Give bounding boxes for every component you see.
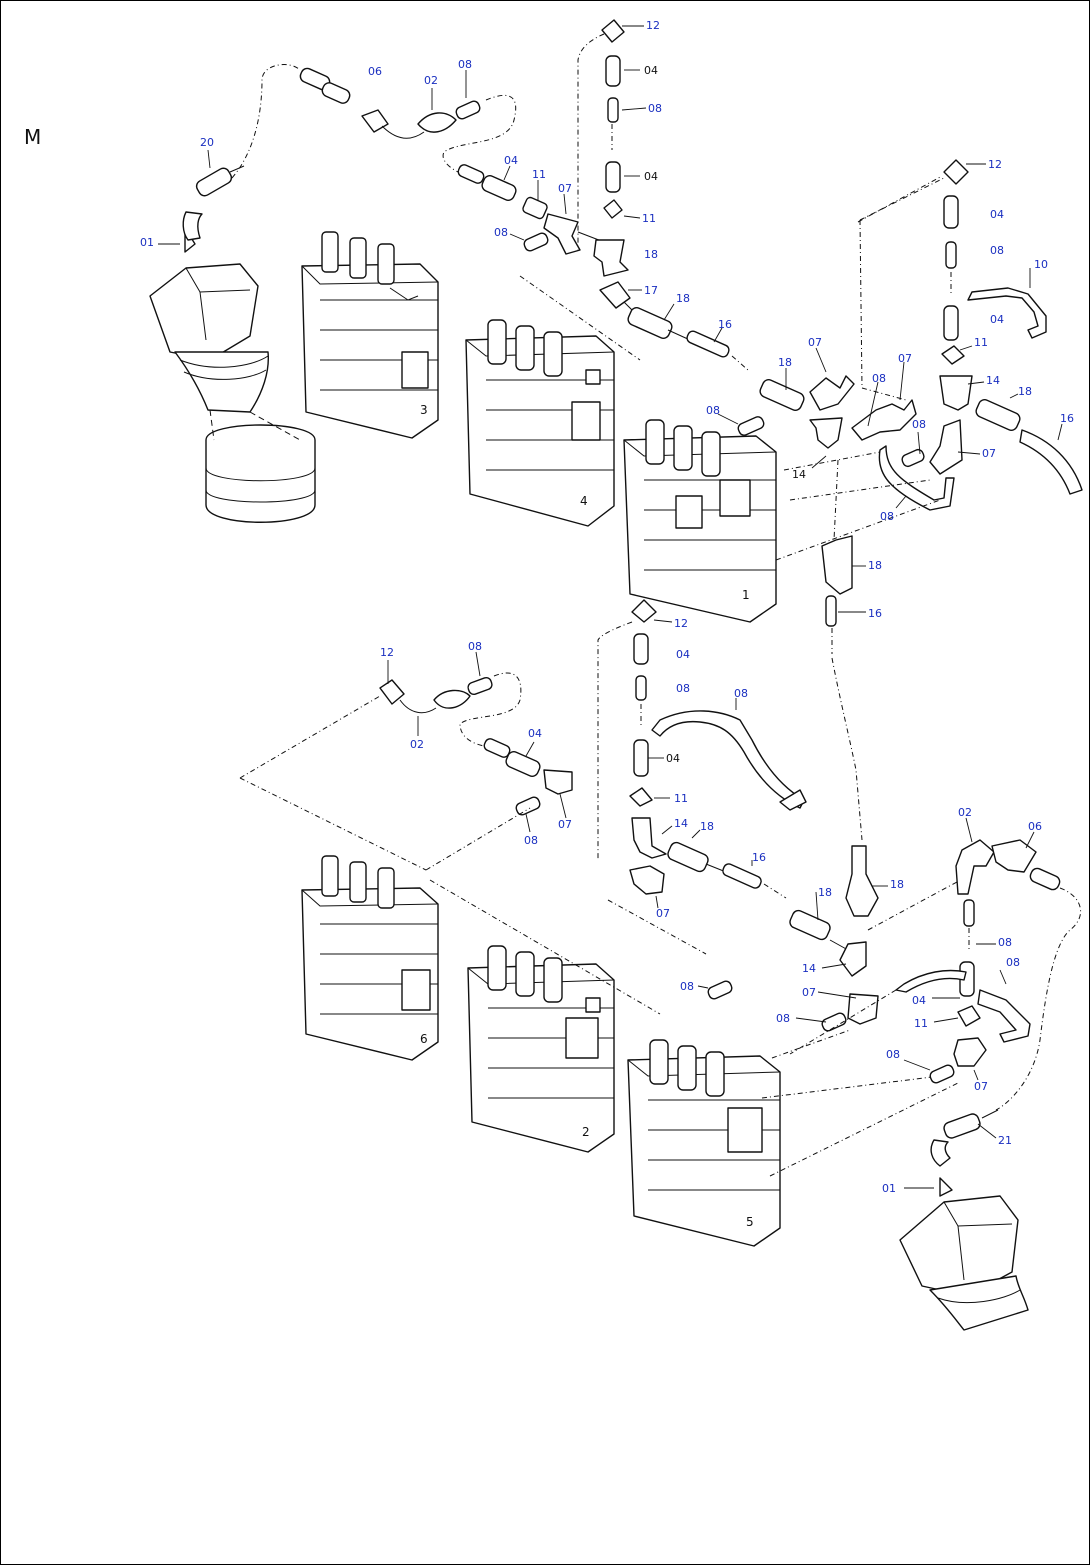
callout-label: 08 — [524, 834, 538, 847]
callout-label: 04 — [644, 64, 658, 77]
callout-label: 07 — [802, 986, 816, 999]
callout-label: 01 — [882, 1182, 896, 1195]
callout-label: 20 — [200, 136, 214, 149]
callout-label: 07 — [808, 336, 822, 349]
callout-label: 08 — [494, 226, 508, 239]
callout-label: 11 — [674, 792, 688, 805]
callout-label: 17 — [644, 284, 658, 297]
assembly-number: 1 — [742, 588, 750, 602]
valve-block-6: 6 — [301, 855, 439, 1061]
callout-label: 07 — [982, 447, 996, 460]
callout-label: 02 — [424, 74, 438, 87]
callout-label: 11 — [974, 336, 988, 349]
callout-label: 04 — [990, 208, 1004, 221]
callout-label: 02 — [410, 738, 424, 751]
callout-label: 18 — [778, 356, 792, 369]
callout-label: 10 — [1034, 258, 1048, 271]
callout-label: 08 — [468, 640, 482, 653]
callout-label: 06 — [368, 65, 382, 78]
valve-block-5: 5 — [627, 1039, 781, 1247]
callout-label: 08 — [706, 404, 720, 417]
callout-label: 06 — [1028, 820, 1042, 833]
callout-label: 07 — [558, 182, 572, 195]
callout-label: 16 — [718, 318, 732, 331]
pipework-bottom — [239, 599, 1081, 1177]
callout-label: 12 — [988, 158, 1002, 171]
callout-label: 08 — [648, 102, 662, 115]
callout-label: 07 — [656, 907, 670, 920]
callout-label: 08 — [998, 936, 1012, 949]
callout-label: 11 — [642, 212, 656, 225]
callout-label: 08 — [872, 372, 886, 385]
sheet-letter: M — [24, 125, 41, 149]
valve-block-4: 4 — [465, 319, 615, 527]
callout-label: 18 — [1018, 385, 1032, 398]
callout-label: 07 — [898, 352, 912, 365]
callout-label: 04 — [990, 313, 1004, 326]
callout-labels: 12 04 08 04 11 18 17 18 16 06 02 08 04 1… — [140, 19, 1074, 1195]
callout-label: 14 — [802, 962, 816, 975]
assembly-number: 6 — [420, 1032, 428, 1046]
callout-label: 08 — [912, 418, 926, 431]
callout-label: 08 — [680, 980, 694, 993]
callout-label: 04 — [676, 648, 690, 661]
assembly-number: 3 — [420, 403, 428, 417]
callout-label: 07 — [558, 818, 572, 831]
callout-label: 08 — [886, 1048, 900, 1061]
callout-label: 16 — [752, 851, 766, 864]
callout-label: 21 — [998, 1134, 1012, 1147]
callout-label: 12 — [674, 617, 688, 630]
callout-label: 08 — [880, 510, 894, 523]
pipework-top — [231, 19, 1083, 654]
callout-label: 18 — [676, 292, 690, 305]
valve-block-1: 1 — [623, 419, 777, 623]
callout-label: 02 — [958, 806, 972, 819]
callout-label: 14 — [674, 817, 688, 830]
assembly-number: 4 — [580, 494, 588, 508]
joystick-left — [149, 165, 316, 523]
callout-label: 18 — [868, 559, 882, 572]
callout-label: 04 — [912, 994, 926, 1007]
callout-label: 11 — [914, 1017, 928, 1030]
callout-label: 14 — [986, 374, 1000, 387]
assembly-number: 5 — [746, 1215, 754, 1229]
callout-label: 08 — [734, 687, 748, 700]
callout-label: 12 — [380, 646, 394, 659]
callout-label: 08 — [458, 58, 472, 71]
callout-label: 18 — [818, 886, 832, 899]
callout-label: 18 — [700, 820, 714, 833]
callout-label: 16 — [868, 607, 882, 620]
callout-label: 04 — [644, 170, 658, 183]
joystick-right — [899, 1109, 1029, 1331]
callout-label: 12 — [646, 19, 660, 32]
callout-label: 04 — [666, 752, 680, 765]
callout-label: 18 — [644, 248, 658, 261]
callout-label: 16 — [1060, 412, 1074, 425]
callout-label: 11 — [532, 168, 546, 181]
callout-label: 08 — [676, 682, 690, 695]
callout-label: 14 — [792, 468, 806, 481]
callout-label: 04 — [528, 727, 542, 740]
callout-label: 04 — [504, 154, 518, 167]
callout-label: 08 — [1006, 956, 1020, 969]
callout-label: 18 — [890, 878, 904, 891]
callout-label: 01 — [140, 236, 154, 249]
callout-label: 08 — [776, 1012, 790, 1025]
callout-label: 08 — [990, 244, 1004, 257]
assembly-number: 2 — [582, 1125, 590, 1139]
valve-block-2: 2 — [467, 945, 615, 1153]
valve-block-3: 3 — [301, 231, 439, 439]
callout-label: 07 — [974, 1080, 988, 1093]
